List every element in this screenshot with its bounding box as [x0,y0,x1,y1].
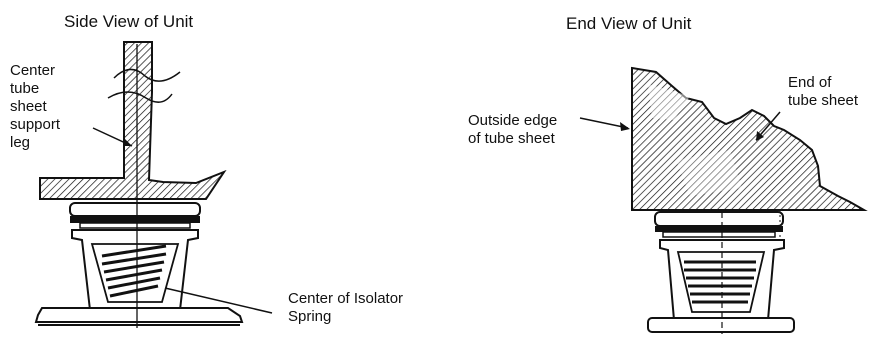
end-of-tube-sheet-label: End of tube sheet [788,74,859,109]
isolator-spring [101,244,167,298]
break-line [107,91,173,103]
side-view [34,41,273,328]
support-leg-label: Center tube sheet support leg [10,62,61,151]
end-view-title: End View of Unit [566,14,692,33]
tube-sheet [631,66,868,211]
isolator-top-plate [69,202,201,217]
end-view [579,66,868,334]
leader-line [164,287,273,314]
support-leg [39,41,227,200]
isolator-base-plate [647,317,795,333]
side-view-title: Side View of Unit [64,12,194,31]
leader-line [579,117,629,129]
outside-edge-label: Outside edge of tube sheet [468,112,558,147]
isolator-top-plate [654,211,784,227]
spring-label: Center of Isolator Spring [288,290,404,325]
break-line [113,68,181,82]
isolator-base-plate [34,307,244,323]
isolator-spring [684,260,756,304]
